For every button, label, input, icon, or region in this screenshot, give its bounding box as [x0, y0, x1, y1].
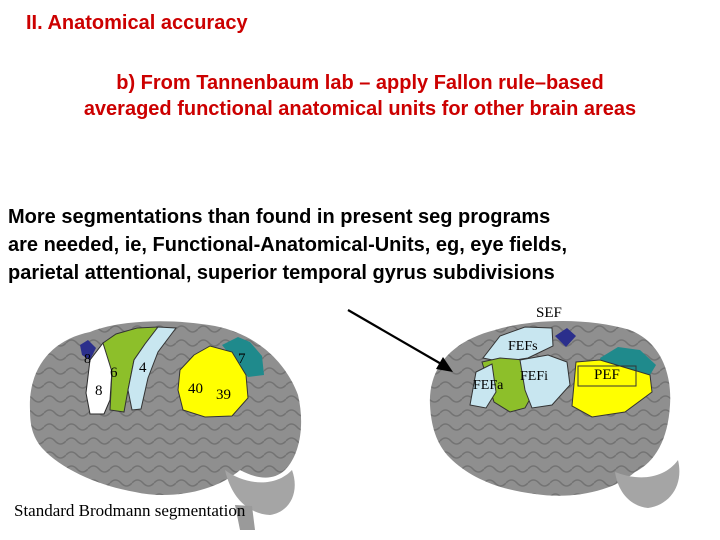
sef-navy — [555, 328, 576, 347]
label-fefa: FEFa — [473, 378, 504, 393]
pef-yellow — [571, 359, 653, 418]
pointer-arrowhead — [436, 357, 453, 372]
area-8-navy — [80, 340, 96, 360]
label-area-6: 6 — [110, 365, 118, 381]
label-area-8-top: 8 — [84, 352, 91, 367]
body-line-3: parietal attentional, superior temporal … — [8, 262, 555, 284]
label-area-4: 4 — [139, 360, 147, 376]
label-fefi: FEFi — [520, 369, 549, 384]
left-brain-image — [29, 321, 302, 530]
left-brain-caption: Standard Brodmann segmentation — [14, 501, 246, 520]
label-area-8-bottom: 8 — [95, 383, 103, 399]
body-line-2: are needed, ie, Functional-Anatomical-Un… — [8, 234, 568, 256]
pointer-arrow — [347, 309, 444, 366]
fefa-region — [469, 363, 497, 409]
area-40-39-yellow — [177, 345, 249, 418]
area-4-light-blue — [127, 326, 177, 411]
label-area-7: 7 — [238, 351, 246, 367]
slide-body-text: More segmentations than found in present… — [8, 203, 718, 287]
slide-heading: II. Anatomical accuracy — [26, 12, 248, 34]
area-7-teal — [222, 337, 264, 377]
right-brain-image — [429, 321, 680, 508]
slide-subheading: b) From Tannenbaum lab – apply Fallon ru… — [0, 70, 720, 122]
subheading-line-1: b) From Tannenbaum lab – apply Fallon ru… — [116, 72, 604, 94]
label-area-40: 40 — [188, 381, 203, 397]
fefi-light-blue — [519, 354, 571, 409]
label-pef: PEF — [594, 367, 620, 383]
body-line-1: More segmentations than found in present… — [8, 206, 551, 228]
pef-label-box — [577, 365, 637, 387]
subheading-line-2: averaged functional anatomical units for… — [83, 98, 637, 120]
label-fefs: FEFs — [508, 339, 538, 354]
label-sef: SEF — [536, 305, 562, 321]
label-area-39: 39 — [216, 387, 231, 403]
